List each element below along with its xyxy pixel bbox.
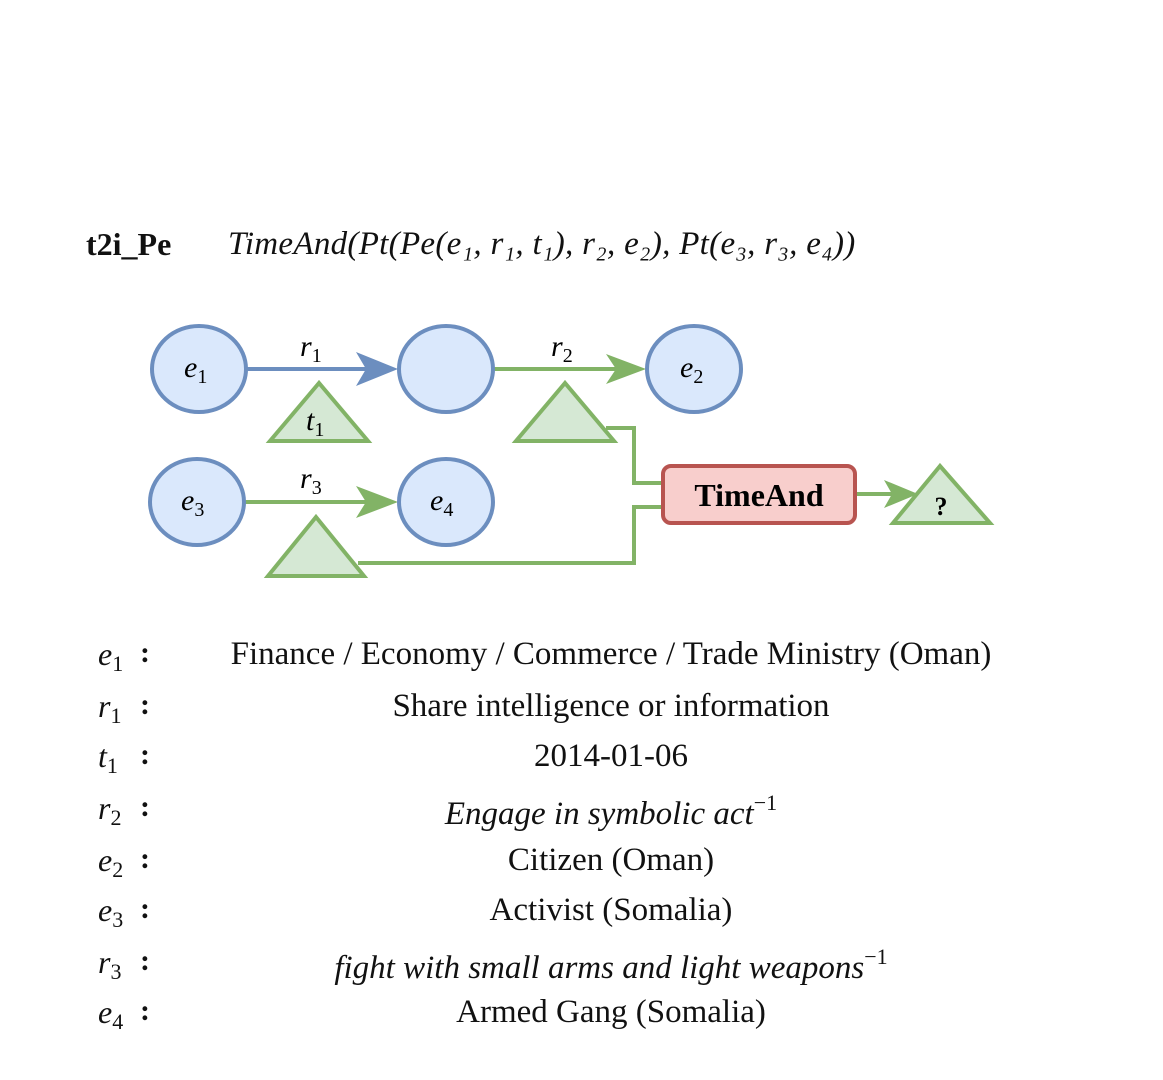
edge-r3 — [244, 486, 398, 518]
legend-key: e1 — [98, 636, 124, 676]
node-mid-shape — [397, 324, 495, 414]
time-node-lower — [263, 513, 369, 578]
legend-row: e1: Finance / Economy / Commerce / Trade … — [0, 636, 1163, 680]
time-t1-label: t1 — [306, 404, 324, 441]
edge-r1-label: r1 — [300, 330, 322, 367]
result-label: ? — [935, 492, 948, 521]
legend-row: r1: Share intelligence or information — [0, 688, 1163, 732]
legend-key: e2 — [98, 842, 124, 882]
legend-colon: : — [140, 738, 150, 771]
query-name: t2i_Pe — [86, 226, 172, 262]
arrowhead-icon — [356, 486, 398, 518]
edge-r2-label: r2 — [551, 330, 573, 367]
legend-colon: : — [140, 994, 150, 1027]
node-e1-label: e1 — [184, 351, 207, 388]
legend-colon: : — [140, 842, 150, 875]
legend-value: fight with small arms and light weapons−… — [334, 944, 888, 986]
legend-value: 2014-01-06 — [534, 738, 688, 774]
result-node — [888, 462, 995, 525]
query-formula: TimeAnd(Pt(Pe(e₁, r₁, t₁), r₂, e₂), Pt(e… — [228, 226, 856, 262]
legend-value: Finance / Economy / Commerce / Trade Min… — [230, 636, 992, 672]
edge-result — [856, 480, 918, 508]
node-e2-label: e2 — [680, 351, 703, 388]
legend-key: t1 — [98, 738, 118, 778]
node-e2-shape — [645, 324, 743, 414]
node-e3-label: e3 — [181, 484, 204, 521]
edge-r1 — [246, 352, 398, 386]
connector-upper — [606, 426, 662, 485]
time-node-upper — [511, 379, 619, 443]
legend-key: r3 — [98, 944, 122, 984]
operator-timeand — [661, 464, 857, 525]
legend-value: Activist (Somalia) — [489, 892, 733, 928]
legend-colon: : — [140, 790, 150, 823]
legend-value: Engage in symbolic act−1 — [444, 790, 778, 832]
legend-row: e4: Armed Gang (Somalia) — [0, 994, 1163, 1038]
legend-row: e2: Citizen (Oman) — [0, 842, 1163, 886]
edge-r2 — [494, 354, 646, 384]
legend-row: t1: 2014-01-06 — [0, 738, 1163, 782]
node-e4-label: e4 — [430, 484, 453, 521]
legend-value: Armed Gang (Somalia) — [456, 994, 766, 1030]
legend-value: Share intelligence or information — [392, 688, 830, 724]
node-e4-shape — [397, 457, 495, 547]
connector-lower — [358, 505, 662, 565]
arrowhead-icon — [356, 352, 398, 386]
legend-key: e4 — [98, 994, 124, 1034]
legend-row: r2: Engage in symbolic act−1 — [0, 790, 1163, 834]
legend-key: r1 — [98, 688, 122, 728]
legend-value: Citizen (Oman) — [507, 842, 715, 878]
legend-colon: : — [140, 892, 150, 925]
node-e3-shape — [148, 457, 246, 547]
legend-key: r2 — [98, 790, 122, 830]
legend-key: e3 — [98, 892, 124, 932]
legend-row: r3: fight with small arms and light weapo… — [0, 944, 1163, 988]
edge-r3-label: r3 — [300, 462, 322, 499]
legend-colon: : — [140, 688, 150, 721]
legend-colon: : — [140, 944, 150, 977]
legend-row: e3: Activist (Somalia) — [0, 892, 1163, 936]
arrowhead-icon — [606, 354, 646, 384]
operator-label: TimeAnd — [694, 477, 823, 513]
legend-colon: : — [140, 636, 150, 669]
node-e1-shape — [150, 324, 248, 414]
arrowhead-icon — [884, 480, 918, 508]
time-node-t1 — [265, 379, 373, 443]
